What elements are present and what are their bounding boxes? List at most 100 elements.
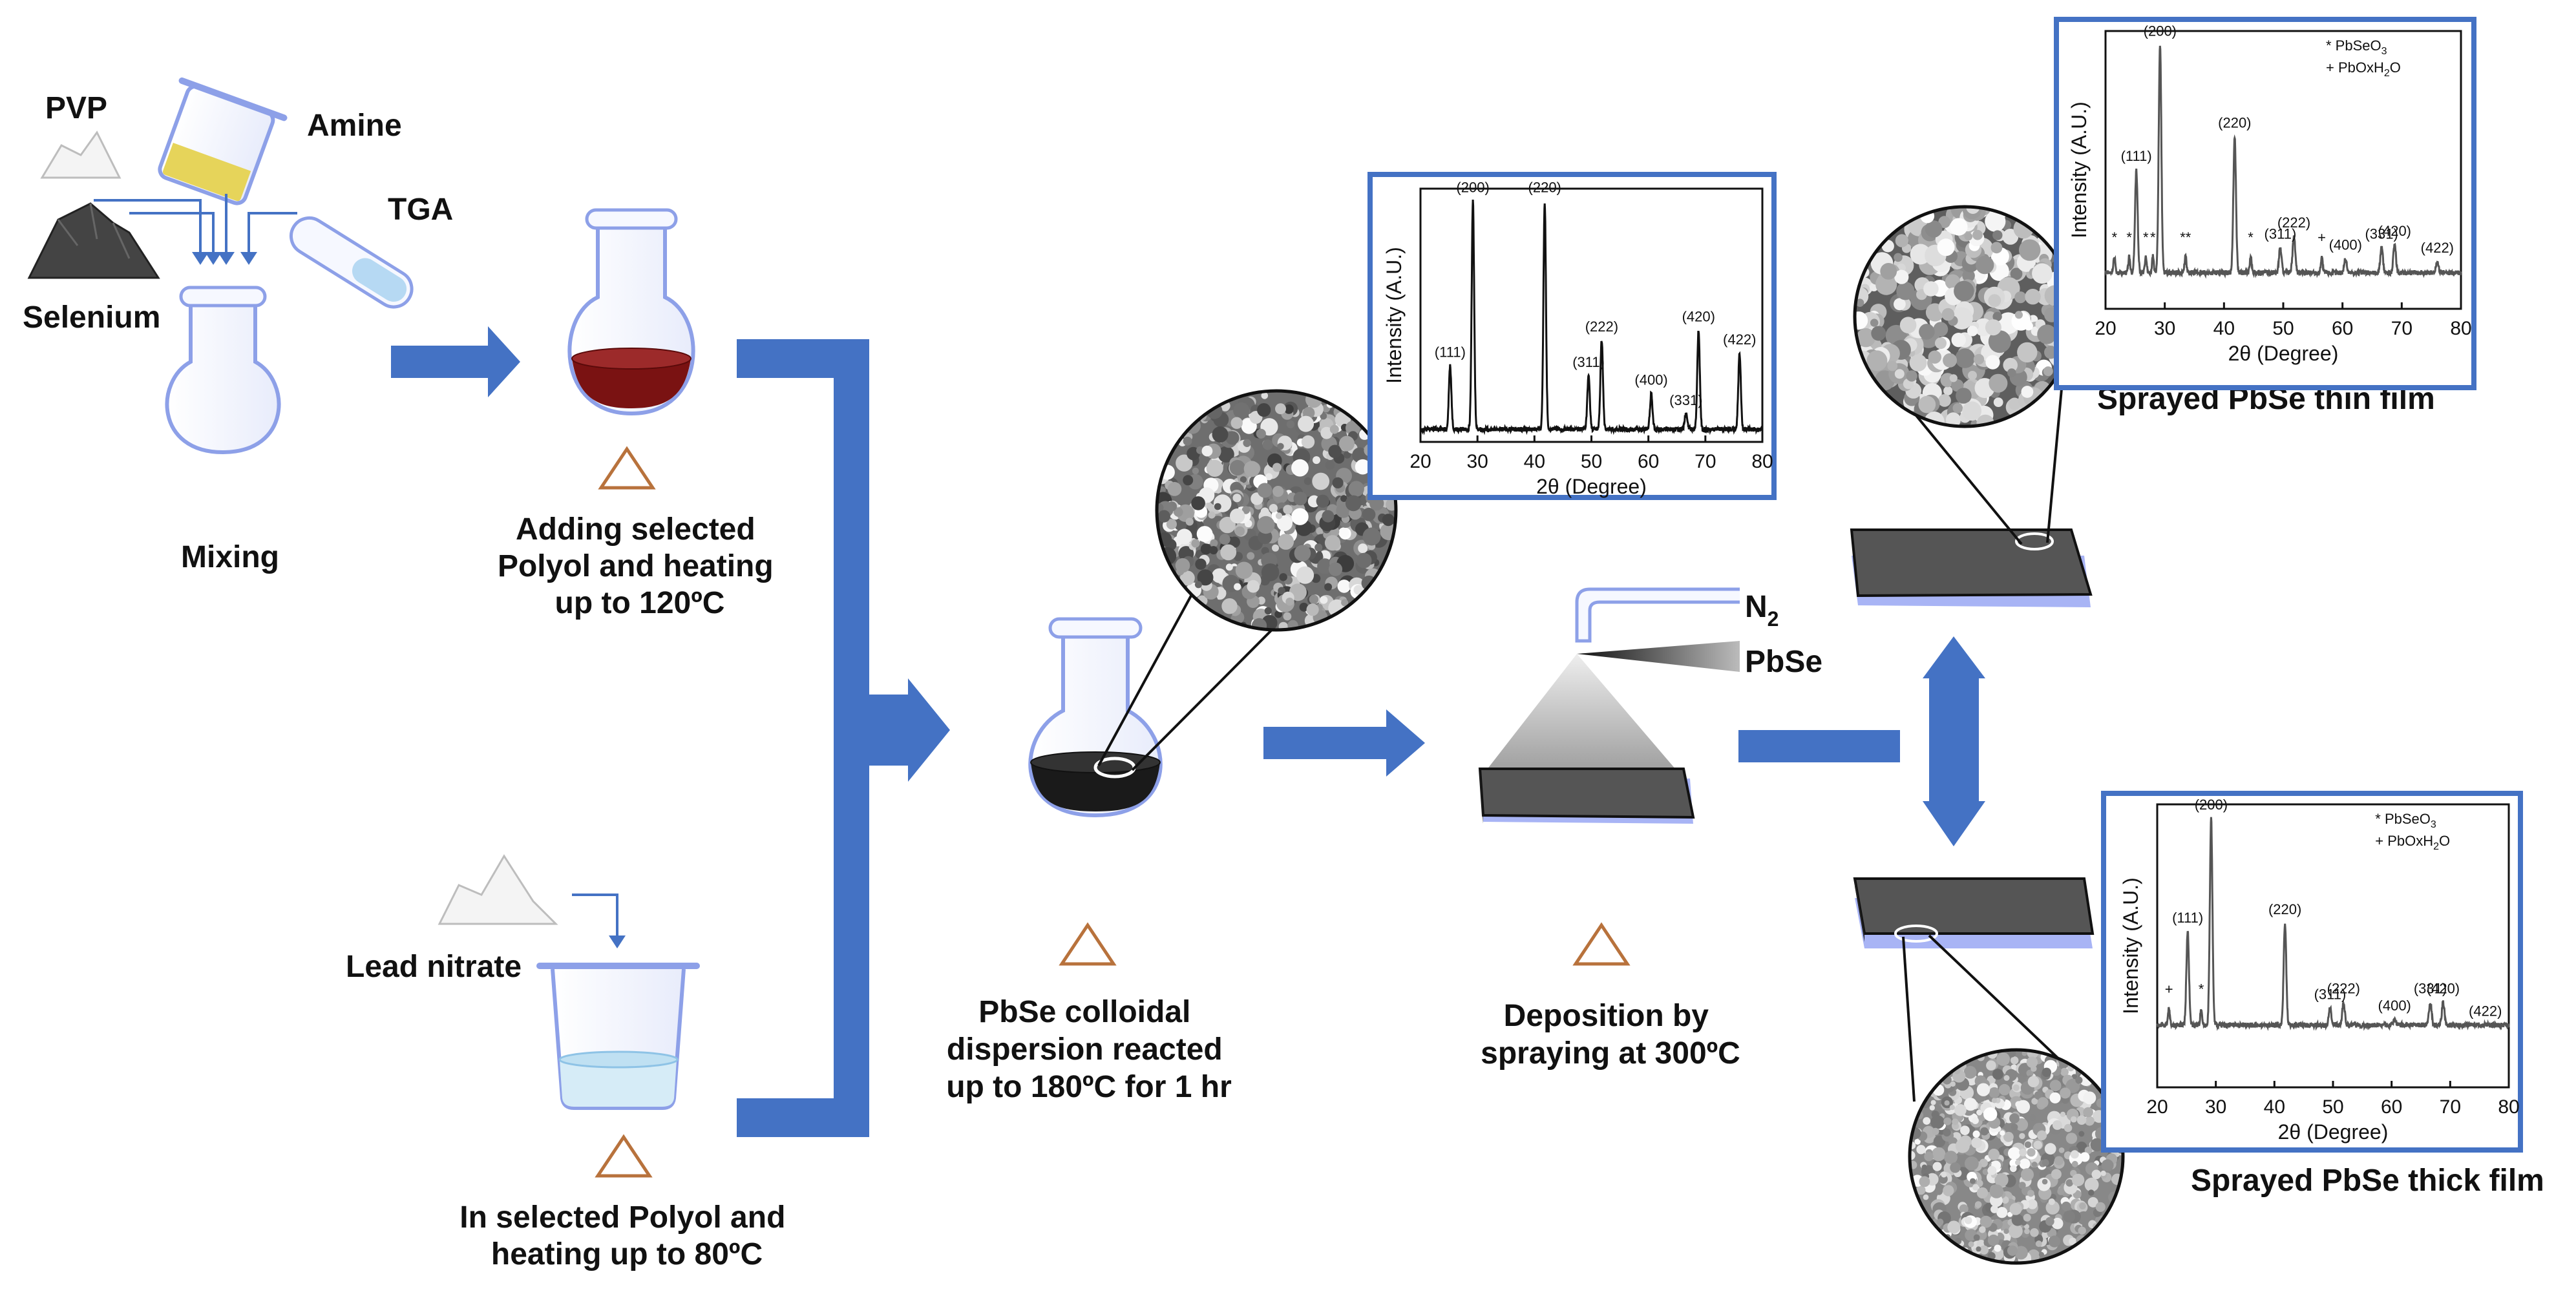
pvp-label: PVP	[45, 91, 107, 125]
sample-spot-marker	[2015, 532, 2054, 550]
sem-thin-film-image	[1853, 205, 2076, 428]
sem-particle	[1991, 1098, 1998, 1103]
sem-particle	[1994, 1173, 2009, 1187]
peak-label: (331)	[2365, 225, 2398, 242]
phase-marker: *	[2248, 229, 2254, 246]
sem-particle	[2043, 366, 2053, 377]
sem-particle	[2000, 1130, 2005, 1136]
sem-particle	[1353, 585, 1364, 595]
sem-particle	[1976, 1187, 1989, 1199]
sem-particle	[1932, 1162, 1942, 1171]
sem-particle	[1221, 598, 1238, 614]
sem-particle	[2054, 1156, 2064, 1165]
sem-particle	[1247, 552, 1255, 560]
peak-label: (111)	[2172, 910, 2203, 926]
sem-particle	[1914, 1138, 1921, 1145]
sem-particle	[2021, 386, 2034, 398]
sem-particle	[1996, 1207, 2008, 1218]
sem-particle	[1941, 1171, 1947, 1178]
sem-particle	[1328, 562, 1343, 576]
sem-particle	[1341, 599, 1349, 607]
sem-particle	[1233, 402, 1250, 419]
peak-label: (200)	[1456, 180, 1489, 196]
legend-entry: + PbOxH2O	[2375, 833, 2450, 852]
sem-particle	[1919, 324, 1935, 340]
sem-particle	[1964, 232, 1973, 241]
sem-particle	[2100, 1170, 2106, 1176]
sem-particle	[1291, 459, 1309, 477]
sem-particle	[1943, 386, 1953, 396]
sem-particle	[1935, 1187, 1943, 1195]
phase-marker: +	[2317, 229, 2326, 246]
sem-particle	[1925, 220, 1943, 238]
sem-particle	[2021, 1168, 2034, 1182]
sem-particle	[1929, 1105, 1935, 1111]
sem-particle	[1943, 1117, 1952, 1125]
lead-nitrate-label: Lead nitrate	[346, 950, 522, 984]
sem-particle	[2034, 1091, 2043, 1100]
sem-particle	[1324, 583, 1333, 591]
sem-particle	[1988, 330, 2011, 353]
sem-particle	[1963, 1065, 1977, 1079]
sem-particle	[1269, 504, 1278, 513]
sem-particle	[1229, 459, 1245, 476]
sem-particle	[1219, 516, 1236, 534]
sem-particle	[1230, 417, 1243, 429]
sem-particle	[2042, 1067, 2051, 1078]
sem-particle	[1959, 1204, 1969, 1214]
sem-particle	[1230, 508, 1245, 524]
sem-particle	[1272, 463, 1282, 472]
sem-particle	[1343, 451, 1351, 459]
sem-particle	[1855, 298, 1864, 308]
peak-label: (220)	[2218, 114, 2251, 131]
sem-particle	[1856, 328, 1875, 348]
sem-particle	[1955, 348, 1975, 368]
peak-label: (420)	[2427, 981, 2460, 997]
peak-label: (220)	[2268, 901, 2301, 917]
sem-particle	[1272, 486, 1284, 497]
sem-particle	[2029, 1114, 2036, 1121]
sem-particle	[1968, 371, 1977, 380]
sem-particle	[1918, 395, 1936, 413]
sem-particle	[1950, 1081, 1956, 1087]
sem-particle	[1275, 403, 1286, 415]
sem-particle	[1332, 477, 1344, 489]
sem-particle	[2016, 1100, 2031, 1114]
peak-label: (422)	[1723, 331, 1756, 348]
sem-particle	[2018, 1182, 2026, 1189]
sem-particle	[1980, 1215, 1992, 1228]
sem-particle	[1929, 1213, 1935, 1218]
sem-particle	[1339, 435, 1355, 452]
sem-particle	[1894, 253, 1903, 262]
chart-frame	[2054, 17, 2476, 390]
phase-marker: *	[2111, 229, 2117, 246]
selenium-label: Selenium	[23, 300, 160, 335]
sem-particle	[2083, 1107, 2093, 1118]
sem-particle	[1277, 443, 1284, 450]
sem-particle	[2049, 1092, 2061, 1103]
x-tick-label: 80	[2498, 1096, 2519, 1118]
sem-particle	[1871, 326, 1886, 341]
sem-particle	[2011, 1214, 2024, 1226]
branch-arrow	[1738, 636, 1985, 846]
selenium-powder-icon	[27, 202, 160, 279]
sem-particle	[1962, 401, 1982, 421]
xrd-trace	[2104, 45, 2462, 279]
lead-feed-arrow	[572, 894, 626, 948]
sem-particle	[2035, 1234, 2043, 1242]
sem-particle	[1962, 269, 1975, 282]
sem-particle	[2008, 1147, 2021, 1160]
sem-particle	[1179, 570, 1195, 586]
peak-label: (311)	[2265, 225, 2297, 242]
heat-symbol-icon	[595, 1134, 653, 1178]
sem-particle	[1952, 403, 1963, 413]
sem-particle	[1218, 446, 1234, 463]
sem-particle	[1247, 580, 1260, 593]
sem-particle	[1312, 472, 1330, 490]
x-tick-label: 40	[1524, 451, 1545, 472]
sem-particle	[2007, 1245, 2018, 1256]
sem-particle	[1894, 369, 1905, 379]
thick-film-label: Sprayed PbSe thick film	[2191, 1164, 2544, 1198]
sem-particle	[1916, 1185, 1926, 1195]
